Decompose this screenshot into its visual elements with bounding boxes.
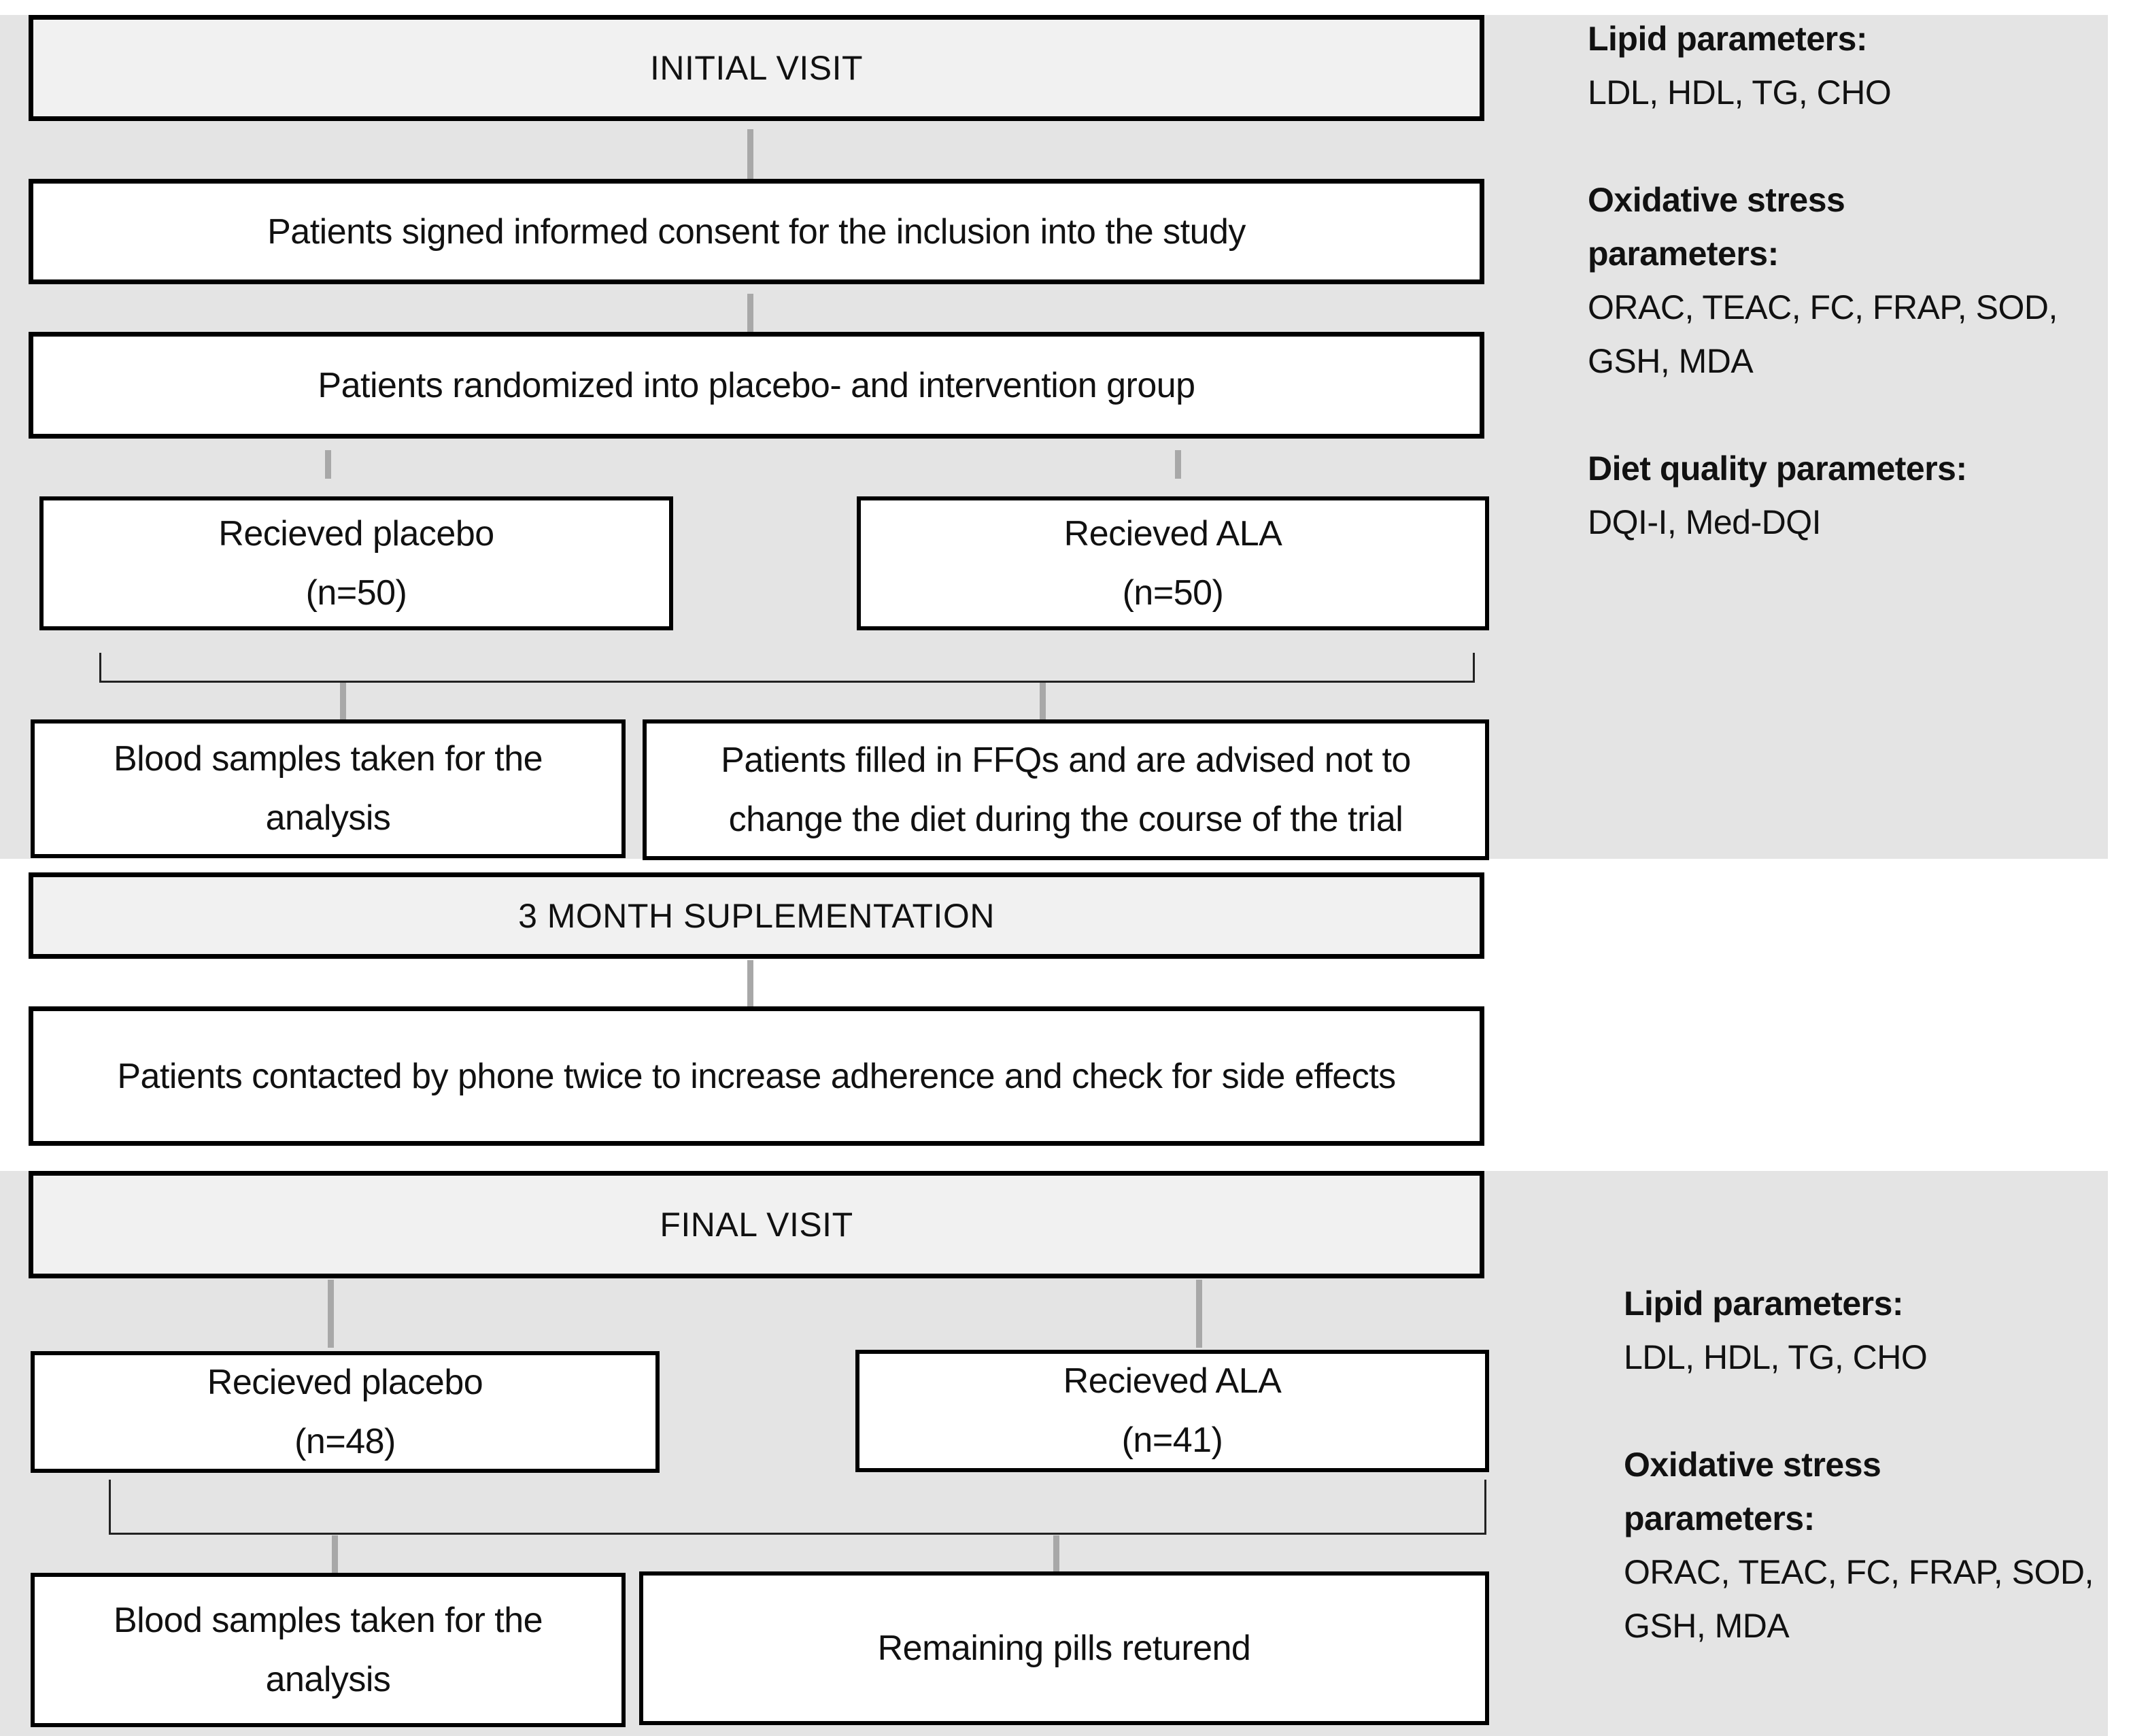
side-bottom-oxidative-title-line2: parameters: — [1624, 1499, 1815, 1537]
ffq-line1: Patients filled in FFQs and are advised … — [721, 740, 1411, 780]
ala-group-1-box: Recieved ALA (n=50) — [857, 496, 1489, 630]
side-top-lipid-items: LDL, HDL, TG, CHO — [1588, 73, 1892, 112]
side-bottom-oxidative-items-line1: ORAC, TEAC, FC, FRAP, SOD, — [1624, 1553, 2094, 1591]
phone-contact-label: Patients contacted by phone twice to inc… — [117, 1056, 1396, 1096]
blood-samples-2-line2: analysis — [265, 1659, 391, 1699]
ala-group-1-count: (n=50) — [1122, 573, 1224, 613]
connector-bracket2-to-blood2 — [332, 1535, 338, 1573]
ffq-box: Patients filled in FFQs and are advised … — [643, 719, 1489, 860]
connector-initial-to-consent — [747, 129, 753, 182]
consent-label: Patients signed informed consent for the… — [267, 211, 1246, 252]
consent-box: Patients signed informed consent for the… — [29, 179, 1484, 284]
bracket2-horizontal — [109, 1533, 1486, 1535]
placebo-group-2-count: (n=48) — [294, 1421, 396, 1461]
pills-returned-label: Remaining pills returend — [877, 1629, 1251, 1668]
side-bottom-lipid-items: LDL, HDL, TG, CHO — [1624, 1338, 1928, 1376]
placebo-group-2-box: Recieved placebo (n=48) — [31, 1351, 660, 1473]
supplementation-label: 3 MONTH SUPLEMENTATION — [518, 896, 995, 935]
side-top-oxidative-items-line2: GSH, MDA — [1588, 342, 1754, 380]
connector-randomized-to-ala1 — [1175, 450, 1181, 479]
ffq-line2: change the diet during the course of the… — [728, 799, 1403, 839]
randomized-box: Patients randomized into placebo- and in… — [29, 332, 1484, 439]
connector-final-to-ala2 — [1196, 1280, 1202, 1348]
blood-samples-1-line2: analysis — [265, 798, 391, 838]
placebo-group-1-box: Recieved placebo (n=50) — [39, 496, 673, 630]
bracket1-left-vertical — [99, 653, 101, 683]
side-bottom-oxidative-title-line1: Oxidative stress — [1624, 1446, 1881, 1484]
blood-samples-2-line1: Blood samples taken for the — [113, 1600, 543, 1640]
placebo-group-1-label: Recieved placebo — [218, 513, 494, 554]
initial-visit-box: INITIAL VISIT — [29, 15, 1484, 121]
blood-samples-2-box: Blood samples taken for the analysis — [31, 1573, 626, 1727]
side-bottom-lipid-title: Lipid parameters: — [1624, 1284, 1904, 1323]
blood-samples-1-box: Blood samples taken for the analysis — [31, 719, 626, 858]
connector-bracket1-to-blood1 — [340, 683, 346, 721]
final-visit-label: FINAL VISIT — [660, 1206, 853, 1244]
connector-supplementation-to-phone — [747, 960, 753, 1006]
side-top-diet-items: DQI-I, Med-DQI — [1588, 503, 1822, 541]
ala-group-2-box: Recieved ALA (n=41) — [855, 1350, 1489, 1472]
side-top-oxidative-title-line2: parameters: — [1588, 235, 1779, 273]
side-panel-bottom: Lipid parameters: LDL, HDL, TG, CHO Oxid… — [1624, 1277, 2131, 1653]
bracket1-right-vertical — [1473, 653, 1475, 683]
pills-returned-box: Remaining pills returend — [639, 1571, 1489, 1725]
connector-randomized-to-placebo1 — [325, 450, 331, 479]
connector-consent-to-randomized — [747, 294, 753, 333]
randomized-label: Patients randomized into placebo- and in… — [318, 365, 1195, 405]
bracket1-horizontal — [99, 681, 1475, 683]
connector-bracket2-to-pills — [1053, 1535, 1059, 1572]
initial-visit-label: INITIAL VISIT — [649, 49, 864, 87]
side-top-diet-title: Diet quality parameters: — [1588, 449, 1967, 488]
side-top-lipid-title: Lipid parameters: — [1588, 20, 1868, 58]
ala-group-2-count: (n=41) — [1121, 1420, 1223, 1460]
bracket2-right-vertical — [1484, 1480, 1486, 1535]
ala-group-2-label: Recieved ALA — [1063, 1361, 1282, 1401]
side-top-oxidative-items-line1: ORAC, TEAC, FC, FRAP, SOD, — [1588, 288, 2058, 326]
side-bottom-oxidative-items-line2: GSH, MDA — [1624, 1607, 1790, 1645]
final-visit-box: FINAL VISIT — [29, 1171, 1484, 1278]
connector-bracket1-to-ffq — [1040, 683, 1046, 721]
supplementation-box: 3 MONTH SUPLEMENTATION — [29, 872, 1484, 959]
connector-final-to-placebo2 — [328, 1280, 334, 1348]
blood-samples-1-line1: Blood samples taken for the — [113, 739, 543, 779]
side-panel-top: Lipid parameters: LDL, HDL, TG, CHO Oxid… — [1588, 12, 2118, 549]
ala-group-1-label: Recieved ALA — [1063, 513, 1282, 554]
placebo-group-1-count: (n=50) — [305, 573, 407, 613]
bracket2-left-vertical — [109, 1480, 111, 1535]
placebo-group-2-label: Recieved placebo — [207, 1362, 483, 1402]
side-top-oxidative-title-line1: Oxidative stress — [1588, 181, 1845, 219]
phone-contact-box: Patients contacted by phone twice to inc… — [29, 1006, 1484, 1146]
